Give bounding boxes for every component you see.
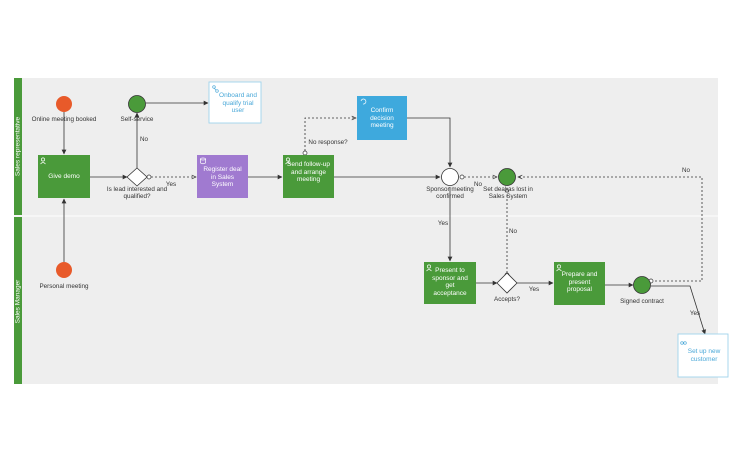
task-text-onboard-trial: Onboard and qualify trial user [219,92,257,115]
subprocess-icon [212,85,219,93]
flow-label-yes-setup: Yes [689,310,701,317]
event-label-personal: Personal meeting [39,283,89,290]
lane-label-sales-manager: Sales Manager [14,279,22,324]
gateway-label-accepts: Accepts? [494,296,520,303]
gateway-lead-qualified[interactable] [126,167,148,187]
subprocess-icon [680,341,687,345]
event-label-deal-lost: Set deal as lost in Sales System [483,186,533,201]
end-event-selfservice[interactable] [128,95,146,113]
event-label-sponsor-confirmed: Sponsor meeting confirmed [426,186,474,201]
event-label-self-service: Self-service [120,116,154,123]
flow-label-no-response: No response? [308,139,348,146]
start-event-online[interactable] [56,96,72,112]
loop-icon [360,98,367,105]
lane-bar-sales-manager [14,217,22,384]
task-text-send-followup: Send follow-up and arrange meeting [287,161,330,184]
task-send-followup[interactable] [283,155,334,198]
flow-signed-to-setup [651,285,707,335]
gateway-label-lead-qualified: Is lead interested and qualified? [106,186,168,201]
flow-label-yes-present: Yes [437,220,449,227]
flow-label-no-signed: No [681,167,691,174]
user-task-icon [556,264,562,272]
task-text-confirm-decision: Confirm decision meeting [370,107,394,130]
task-text-register-deal: Register deal in Sales System [203,166,242,189]
task-prepare-proposal[interactable] [554,262,605,305]
task-setup-customer[interactable] [677,333,729,378]
gateway-accepts[interactable] [496,272,518,294]
task-give-demo[interactable] [38,155,90,198]
task-onboard-trial[interactable] [208,81,262,124]
user-task-icon [426,264,432,272]
task-text-setup-customer: Set up new customer [687,348,721,363]
end-event-signed[interactable] [633,276,651,294]
task-text-present-sponsor: Present to sponsor and get acceptance [432,267,468,297]
user-task-icon [285,157,291,165]
flow-label-no-selfservice: No [139,136,149,143]
lane-label-sales-rep: Sales representative [14,116,22,177]
database-icon [200,157,206,165]
start-event-personal[interactable] [56,262,72,278]
task-text-give-demo: Give demo [48,173,80,180]
flow-confirm-to-sponsor [407,117,453,168]
event-label-signed: Signed contract [620,298,664,305]
flow-signed-to-lost [518,177,703,282]
event-sponsor-confirmed[interactable] [441,168,459,186]
flow-label-no-accepts: No [508,228,518,235]
flow-label-yes-prepare: Yes [528,286,540,293]
flow-label-yes-register: Yes [165,181,177,188]
flow-label-no-lost: No [473,181,483,188]
event-label-online-booked: Online meeting booked [31,116,97,123]
end-event-deal-lost[interactable] [498,168,516,186]
flow-followup-to-confirm [304,118,356,155]
lane-bar-sales-rep [14,78,22,215]
task-present-sponsor[interactable] [424,262,476,304]
task-text-prepare-proposal: Prepare and present proposal [561,271,598,294]
user-task-icon [40,157,46,165]
